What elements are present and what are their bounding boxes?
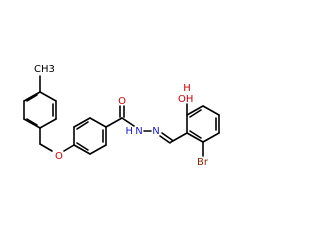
amide-hydrogen-label: H <box>125 126 133 137</box>
bromine-label: Br <box>197 157 209 168</box>
bond-ch2-o <box>39 143 53 152</box>
bond-ch-ring <box>170 132 188 143</box>
carbonyl-oxygen-label: O <box>118 96 126 107</box>
tolyl-ring <box>23 91 57 129</box>
amide-nitrogen-label: N <box>135 126 142 137</box>
bond-imine-double-b <box>161 132 173 141</box>
bromophenol-ring <box>186 105 220 143</box>
imine-nitrogen-label: N <box>152 126 159 137</box>
bond-carbonyl-nh <box>121 117 135 127</box>
bond-o-ring <box>63 144 75 152</box>
hydroxyl-label: OH <box>178 94 193 105</box>
bond-ring-carbonyl <box>105 117 123 128</box>
ether-oxygen-label: O <box>55 151 63 162</box>
bond-imine-double-a <box>159 135 171 144</box>
hydroxyl-hydrogen-label: H <box>183 83 191 94</box>
benzamide-ring <box>73 117 107 155</box>
methyl-label: CH3 <box>34 64 55 75</box>
molecule-structure: CH3 O O <box>23 64 220 168</box>
